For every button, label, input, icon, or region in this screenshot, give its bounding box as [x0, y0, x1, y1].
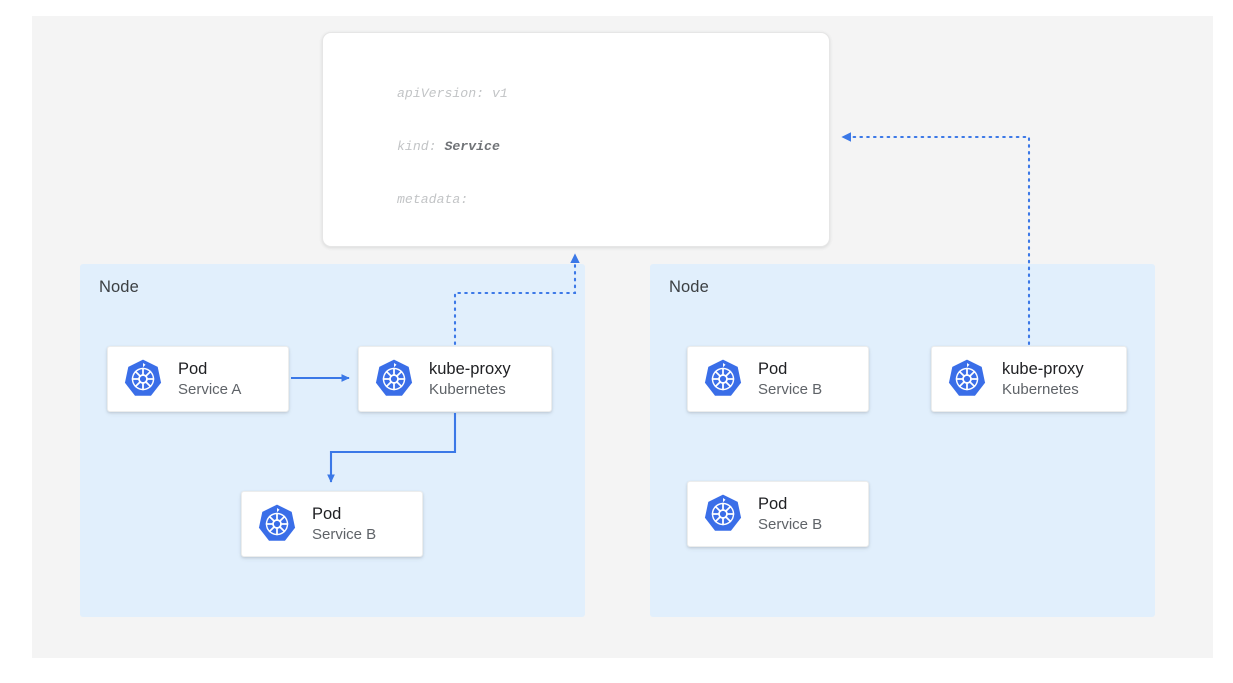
card-kube-proxy-right[interactable]: kube-proxy Kubernetes	[931, 346, 1127, 412]
card-subtitle: Service B	[758, 515, 823, 533]
card-title: Pod	[312, 504, 342, 523]
card-text: kube-proxy Kubernetes	[429, 359, 511, 400]
kubernetes-icon	[704, 359, 742, 396]
yaml-line-apiversion: apiVersion: v1	[397, 86, 508, 102]
kubernetes-icon	[704, 494, 742, 531]
node-panel-left: Node	[80, 264, 585, 617]
card-text: Pod Service B	[758, 359, 822, 400]
node-label-right: Node	[669, 278, 709, 296]
card-title: Pod	[178, 359, 208, 378]
card-text: Pod Service A	[178, 359, 241, 400]
card-text: Pod Service B	[758, 494, 822, 535]
card-text: Pod Service B	[312, 504, 376, 545]
card-subtitle: Kubernetes	[1002, 380, 1079, 398]
card-pod-service-b-right-top[interactable]: Pod Service B	[687, 346, 869, 412]
node-label-left: Node	[99, 278, 139, 296]
yaml-line-kind: kind:	[397, 138, 445, 154]
card-subtitle: Service B	[758, 380, 823, 398]
card-kube-proxy-left[interactable]: kube-proxy Kubernetes	[358, 346, 552, 412]
card-title: Pod	[758, 494, 788, 513]
card-subtitle: Service B	[312, 525, 377, 543]
yaml-line-name: name: my-service	[397, 245, 540, 246]
kubernetes-icon	[375, 359, 413, 396]
card-title: Pod	[758, 359, 788, 378]
yaml-value-kind: Service	[444, 138, 500, 154]
card-pod-service-a[interactable]: Pod Service A	[107, 346, 289, 412]
service-manifest-card: apiVersion: v1 kind: Service metadata: n…	[322, 32, 830, 247]
kubernetes-icon	[124, 359, 162, 396]
kubernetes-icon	[258, 504, 296, 541]
card-pod-service-b-left[interactable]: Pod Service B	[241, 491, 423, 557]
card-title: kube-proxy	[429, 359, 511, 378]
card-text: kube-proxy Kubernetes	[1002, 359, 1084, 400]
kubernetes-icon	[948, 359, 986, 396]
node-panel-right: Node	[650, 264, 1155, 617]
card-pod-service-b-right-bottom[interactable]: Pod Service B	[687, 481, 869, 547]
yaml-line-metadata: metadata:	[397, 191, 469, 207]
card-subtitle: Service A	[178, 380, 242, 398]
service-manifest-code: apiVersion: v1 kind: Service metadata: n…	[397, 50, 721, 246]
card-title: kube-proxy	[1002, 359, 1084, 378]
card-subtitle: Kubernetes	[429, 380, 506, 398]
